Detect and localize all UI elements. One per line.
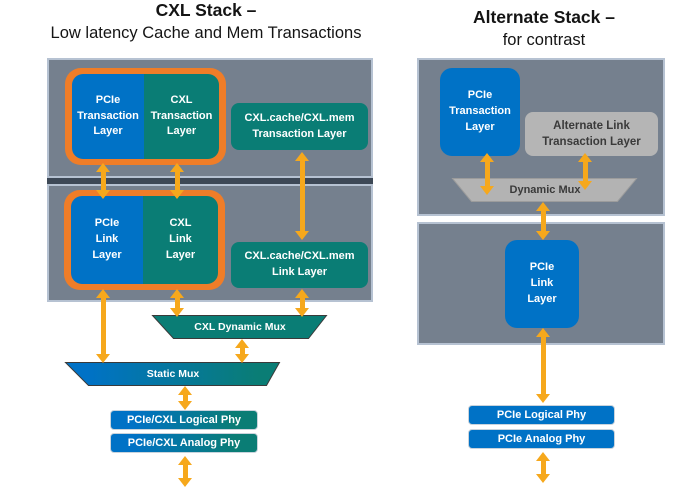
arrow-static-mux-to-logical-phy xyxy=(178,386,192,410)
pcie-link-layer-box: PCIe Link Layer xyxy=(71,196,143,284)
pcie-transaction-layer-box: PCIe Transaction Layer xyxy=(72,74,144,159)
cxl-dynamic-mux-shape xyxy=(151,315,328,339)
arrow-cxl-link-to-dynamic-mux xyxy=(170,289,184,317)
cxl-io-transaction-group: PCIe Transaction Layer CXL Transaction L… xyxy=(65,68,226,165)
arrow-pcie-link-to-static-mux xyxy=(96,289,110,363)
arrow-alt-link-txn-to-mux xyxy=(578,153,592,190)
right-title-subheading: for contrast xyxy=(502,30,586,49)
arrow-alt-pcie-txn-to-mux xyxy=(480,153,494,195)
arrow-below-right-analog-phy xyxy=(536,452,550,483)
pcie-logical-phy-box: PCIe Logical Phy xyxy=(468,405,615,425)
arrow-pcie-txn-to-link xyxy=(96,163,110,199)
alt-pcie-link-layer-box: PCIe Link Layer xyxy=(505,240,579,328)
arrow-dynamic-mux-to-static-mux xyxy=(235,339,249,363)
right-title-heading: Alternate Stack – xyxy=(472,7,615,27)
alternate-link-transaction-layer-box: Alternate Link Transaction Layer xyxy=(525,112,658,156)
cxl-cache-mem-transaction-layer-box: CXL.cache/CXL.mem Transaction Layer xyxy=(231,103,368,150)
right-title: Alternate Stack – for contrast xyxy=(412,7,676,51)
cxl-cache-mem-link-layer-box: CXL.cache/CXL.mem Link Layer xyxy=(231,242,368,288)
arrow-cxl-txn-to-link xyxy=(170,163,184,199)
left-title-subheading: Low latency Cache and Mem Transactions xyxy=(50,23,362,42)
arrow-mux-to-pcie-link xyxy=(536,202,550,240)
left-title-heading: CXL Stack – xyxy=(155,0,257,20)
static-mux-shape xyxy=(64,362,281,386)
dynamic-mux-label: Dynamic Mux xyxy=(509,184,581,196)
left-panel-divider xyxy=(47,178,373,184)
arrow-pcie-link-to-logical-phy xyxy=(536,328,550,403)
arrow-below-left-analog-phy xyxy=(178,456,192,487)
pcie-analog-phy-box: PCIe Analog Phy xyxy=(468,429,615,449)
alt-pcie-transaction-layer-box: PCIe Transaction Layer xyxy=(440,68,520,156)
arrow-cachemem-txn-to-link xyxy=(295,152,309,240)
pcie-cxl-analog-phy-box: PCIe/CXL Analog Phy xyxy=(110,433,258,453)
cxl-dynamic-mux-label: CXL Dynamic Mux xyxy=(194,321,286,333)
left-title: CXL Stack – Low latency Cache and Mem Tr… xyxy=(0,0,412,44)
cxl-io-link-group: PCIe Link Layer CXL Link Layer xyxy=(64,190,225,290)
cxl-link-layer-box: CXL Link Layer xyxy=(143,196,218,284)
arrow-cachemem-link-to-dynamic-mux xyxy=(295,289,309,317)
static-mux-label: Static Mux xyxy=(146,368,200,380)
cxl-transaction-layer-box: CXL Transaction Layer xyxy=(144,74,219,159)
pcie-cxl-logical-phy-box: PCIe/CXL Logical Phy xyxy=(110,410,258,430)
